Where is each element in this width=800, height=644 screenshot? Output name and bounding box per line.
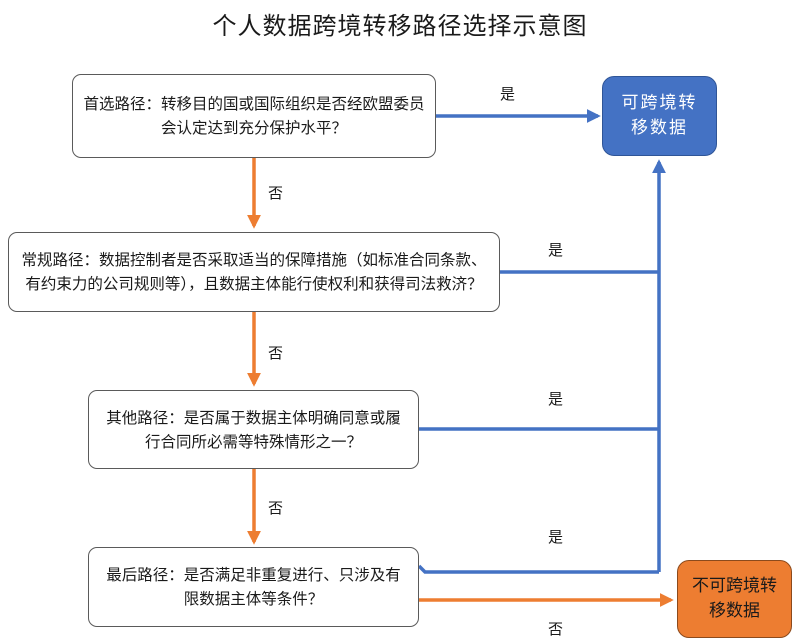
outcome-denied: 不可跨境转移数据	[677, 560, 792, 638]
step-text-other: 其他路径：是否属于数据主体明确同意或履行合同所必需等特殊情形之一？	[106, 408, 401, 451]
step-text-regular: 常规路径：数据控制者是否采取适当的保障措施（如标准合同条款、有约束力的公司规则等…	[21, 251, 487, 293]
yes-label-1: 是	[500, 85, 516, 103]
yes-label-3: 是	[548, 390, 564, 408]
yes-label-2: 是	[548, 241, 564, 259]
yes-label-4: 是	[548, 528, 564, 546]
step-box-primary: 首选路径：转移目的国或国际组织是否经欧盟委员会认定达到充分保护水平？	[72, 74, 436, 158]
step-box-last: 最后路径：是否满足非重复进行、只涉及有限数据主体等条件？	[88, 547, 419, 627]
no-label-3: 否	[268, 499, 284, 517]
step-box-regular: 常规路径：数据控制者是否采取适当的保障措施（如标准合同条款、有约束力的公司规则等…	[8, 232, 500, 312]
outcome-allowed: 可跨境转移数据	[602, 76, 717, 156]
diagram-title: 个人数据跨境转移路径选择示意图	[212, 12, 588, 40]
outcome-denied-text: 不可跨境转移数据	[692, 576, 777, 621]
step-box-other: 其他路径：是否属于数据主体明确同意或履行合同所必需等特殊情形之一？	[88, 390, 419, 469]
no-label-2: 否	[268, 344, 284, 362]
no-label-4: 否	[548, 620, 564, 638]
step-text-last: 最后路径：是否满足非重复进行、只涉及有限数据主体等条件？	[106, 566, 401, 608]
step-text-primary: 首选路径：转移目的国或国际组织是否经欧盟委员会认定达到充分保护水平？	[83, 95, 425, 137]
yes-line-step-4	[417, 564, 659, 574]
no-label-1: 否	[268, 184, 284, 202]
outcome-allowed-text: 可跨境转移数据	[621, 93, 698, 138]
